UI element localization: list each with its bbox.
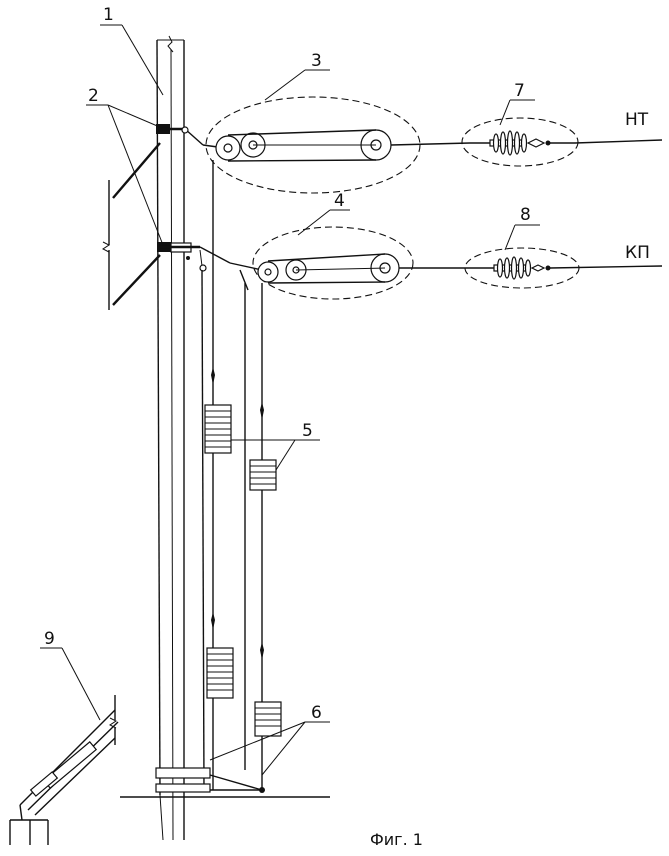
label-5: 5 — [302, 421, 313, 441]
detail-9 — [10, 695, 118, 845]
lower-pulley-assembly — [230, 227, 475, 299]
label-6: 6 — [311, 703, 322, 723]
weight-stack-lower-right — [255, 702, 281, 736]
kp-wire — [550, 266, 662, 268]
label-3: 3 — [311, 51, 322, 71]
nt-wire — [575, 140, 662, 143]
weight-stack-lower-left — [207, 648, 233, 698]
lower-bracket — [157, 242, 230, 271]
label-4: 4 — [334, 191, 345, 211]
pole — [157, 36, 184, 840]
label-9: 9 — [44, 629, 55, 649]
leader-lines — [40, 25, 540, 775]
weight-stack-upper-right — [250, 460, 276, 490]
label-1: 1 — [103, 5, 114, 25]
upper-pulley-assembly — [203, 97, 470, 193]
insulator-7 — [462, 118, 578, 166]
label-2: 2 — [88, 86, 99, 106]
upper-bracket — [156, 124, 203, 145]
weight-stack-upper-left — [205, 405, 231, 453]
label-kp: КП — [625, 243, 650, 263]
label-8: 8 — [520, 205, 531, 225]
label-7: 7 — [514, 81, 525, 101]
figure-caption: Фиг. 1 — [370, 830, 423, 849]
guy-wires — [103, 143, 160, 310]
label-nt: НТ — [625, 110, 649, 130]
